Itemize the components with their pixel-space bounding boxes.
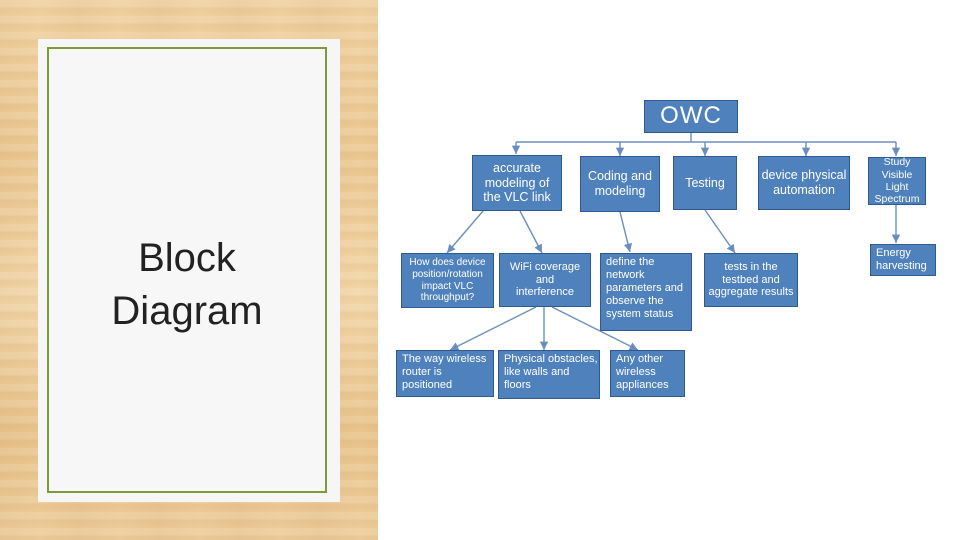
node-physical-obstacles: Physical obstacles, like walls and floor… [498, 350, 600, 399]
connector-accurate-device [446, 210, 484, 254]
node-testing: Testing [673, 156, 737, 210]
node-visible-light-spectrum: Study Visible Light Spectrum [868, 156, 926, 205]
connector-wifi-router [449, 306, 537, 351]
node-energy-harvesting: Energy harvesting [870, 244, 936, 276]
node-define-network: define the network parameters and observ… [600, 253, 692, 331]
node-device-position: How does device position/rotation impact… [401, 253, 494, 308]
title-card-frame [47, 47, 327, 493]
node-wifi-coverage: WiFi coverage and interference [499, 253, 591, 307]
node-tests-testbed: tests in the testbed and aggregate resul… [704, 253, 798, 307]
slide-title: Block Diagram [111, 236, 263, 333]
connector-coding-define [619, 211, 633, 253]
node-router-position: The way wireless router is positioned [396, 350, 494, 397]
connector-accurate-wifi [519, 210, 543, 254]
connector-testing-tests [704, 209, 736, 254]
node-accurate-modeling: accurate modeling of the VLC link [472, 155, 562, 211]
node-coding-modeling: Coding and modeling [580, 156, 660, 212]
node-owc: OWC [644, 100, 738, 133]
node-wireless-appliances: Any other wireless appliances [610, 350, 685, 397]
node-device-automation: device physical automation [758, 156, 850, 210]
